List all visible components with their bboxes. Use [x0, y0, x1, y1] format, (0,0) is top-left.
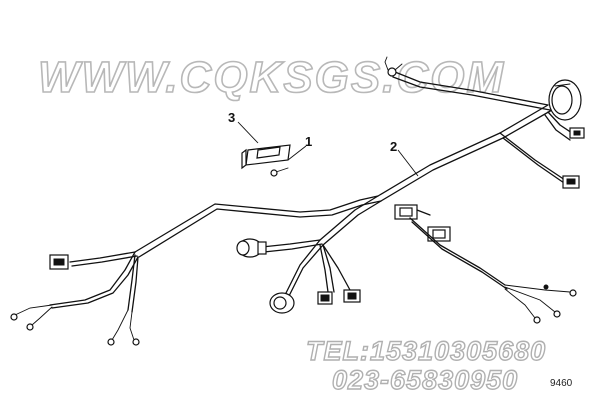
screw-part [270, 167, 289, 177]
figure-id: 9460 [550, 378, 573, 389]
watermark-tel: TEL:15310305680 [306, 336, 546, 366]
leader-1 [287, 145, 307, 161]
round-gauge [548, 79, 582, 121]
callout-3: 3 [228, 110, 235, 125]
bracket-part [241, 144, 291, 170]
watermark-website: WWW.CQKSGS.COM [38, 53, 505, 102]
top-sensor [384, 56, 403, 77]
watermark-phone: 023-65830950 [332, 365, 518, 395]
lower-right-branch [504, 284, 577, 324]
harness-trunk [134, 71, 553, 258]
leader-3 [237, 121, 259, 144]
leader-2 [397, 149, 419, 177]
left-branches [10, 251, 140, 346]
right-upper-branch [499, 111, 585, 189]
trunk-connectors [394, 204, 508, 290]
round-connector-left [236, 238, 323, 258]
lower-center-branches [269, 239, 361, 314]
callout-1: 1 [305, 134, 312, 149]
callout-2: 2 [390, 139, 397, 154]
